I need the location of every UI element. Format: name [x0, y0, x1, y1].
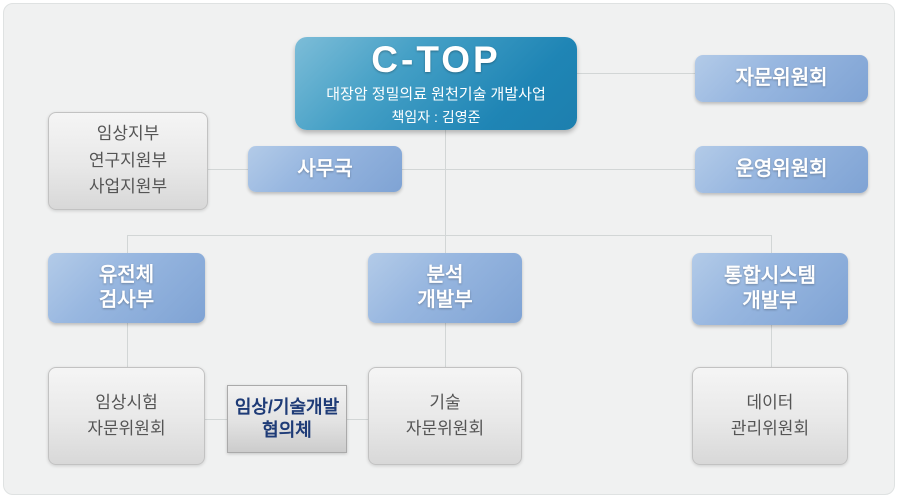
data-management-committee-label: 데이터 관리위원회	[730, 392, 810, 438]
connector-council-to-tech-advisory	[347, 419, 368, 420]
clinical-tech-council-label: 임상/기술개발 협의체	[234, 396, 340, 440]
connector-root-down	[445, 130, 446, 253]
advisory-committee-label: 자문위원회	[735, 67, 828, 89]
connector-divisions-secretariat-steering	[208, 169, 695, 170]
node-dept-analysis-development: 분석 개발부	[368, 253, 522, 323]
node-root-ctop: C-TOP 대장암 정밀의료 원천기술 개발사업 책임자 : 김영준	[295, 37, 577, 130]
node-dept-genome-testing: 유전체 검사부	[48, 253, 205, 323]
node-steering-committee: 운영위원회	[695, 146, 868, 193]
connector-clinical-advisory-to-council	[205, 419, 227, 420]
node-support-divisions: 임상지부 연구지원부 사업지원부	[48, 112, 208, 210]
dept-analysis-development-label: 분석 개발부	[417, 264, 473, 311]
connector-analysis-to-tech-advisory	[445, 323, 446, 367]
connector-drop-dept-system	[771, 235, 772, 253]
connector-departments-bus	[127, 235, 772, 236]
node-advisory-committee: 자문위원회	[695, 55, 868, 102]
clinical-trial-advisory-label: 임상시험 자문위원회	[87, 392, 166, 438]
node-data-management-committee: 데이터 관리위원회	[692, 367, 848, 465]
support-division-research: 연구지원부	[88, 150, 168, 170]
root-subtitle: 대장암 정밀의료 원천기술 개발사업	[326, 85, 546, 103]
support-division-clinical: 임상지부	[96, 124, 160, 144]
node-secretariat: 사무국	[248, 146, 402, 192]
steering-committee-label: 운영위원회	[735, 158, 828, 180]
root-title: C-TOP	[371, 39, 501, 81]
node-clinical-tech-council: 임상/기술개발 협의체	[227, 385, 347, 453]
connector-root-to-advisory	[577, 73, 695, 74]
secretariat-label: 사무국	[297, 157, 353, 180]
connector-genome-to-clinical-advisory	[127, 323, 128, 367]
node-technology-advisory: 기술 자문위원회	[368, 367, 522, 465]
dept-integrated-system-label: 통합시스템 개발부	[724, 265, 816, 312]
root-manager: 책임자 : 김영준	[391, 108, 481, 125]
technology-advisory-label: 기술 자문위원회	[405, 392, 485, 438]
node-clinical-trial-advisory: 임상시험 자문위원회	[48, 367, 205, 465]
connector-system-to-data-committee	[771, 325, 772, 367]
node-dept-integrated-system: 통합시스템 개발부	[692, 253, 848, 325]
connector-drop-dept-genome	[127, 235, 128, 253]
dept-genome-testing-label: 유전체 검사부	[98, 264, 155, 311]
support-division-business: 사업지원부	[88, 177, 168, 197]
